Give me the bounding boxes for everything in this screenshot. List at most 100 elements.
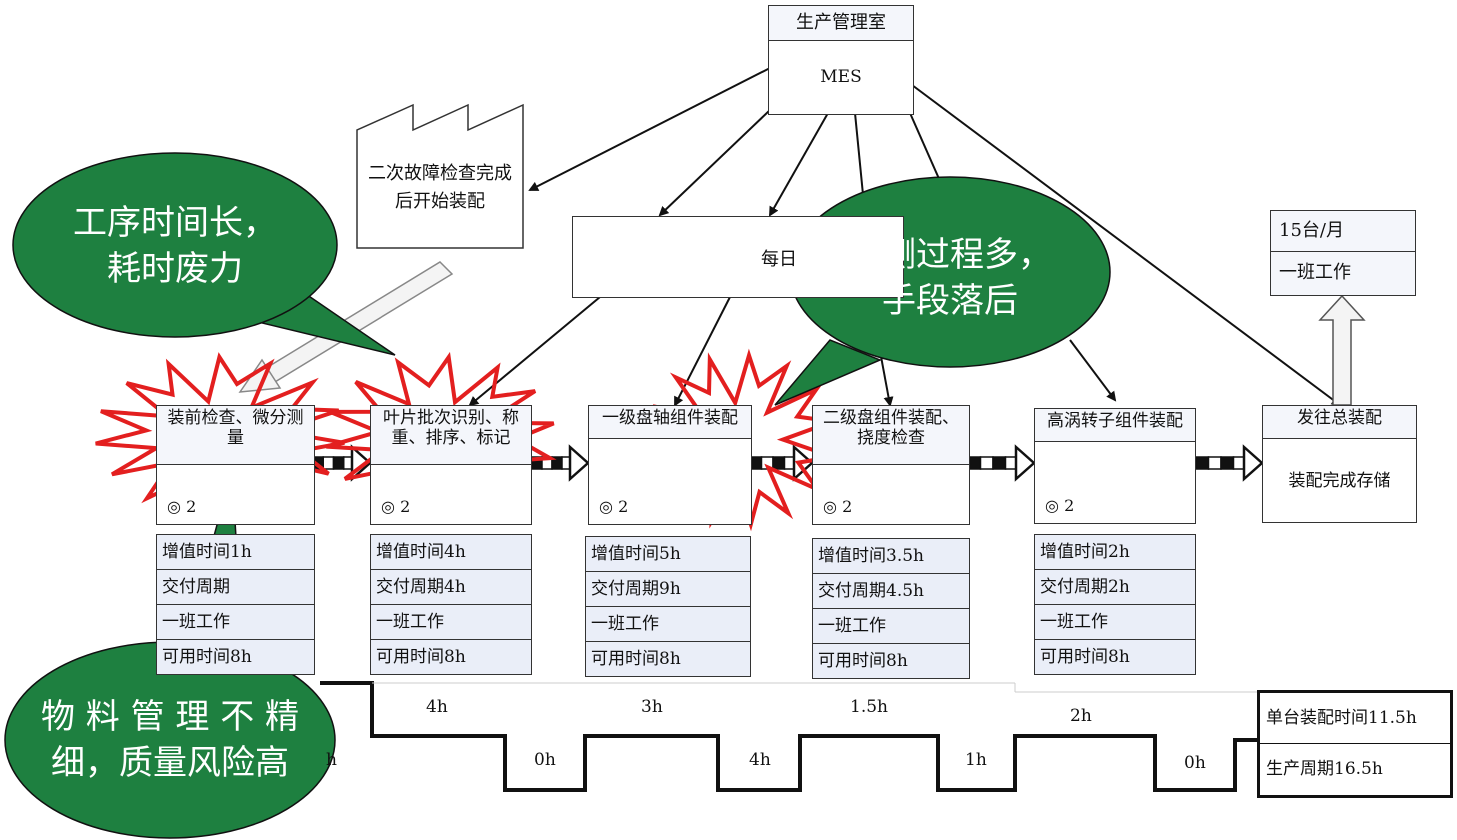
process-box-4: 二级盘组件装配、 挠度检查 ◎ 2 [812, 405, 970, 525]
daily-schedule-box: 每日 [572, 216, 904, 298]
supplier-label-1: 二次故障检查完成 [368, 163, 512, 184]
process-1-attr-2: 交付周期 [157, 570, 314, 605]
summary-box: 单台装配时间11.5h 生产周期16.5h [1257, 690, 1453, 798]
timeline-upper-2: 3h [641, 697, 663, 717]
process-3-operators: ◎ 2 [599, 497, 628, 516]
operator-icon: ◎ [599, 497, 613, 516]
process-2-operator-count: 2 [400, 497, 411, 516]
summary-assembly-time: 单台装配时间11.5h [1260, 693, 1450, 744]
process-1-operator-count: 2 [186, 497, 197, 516]
timeline-upper-1: 4h [426, 697, 448, 717]
push-arrow-2 [531, 444, 590, 482]
process-box-2: 叶片批次识别、称 重、排序、标记 ◎ 2 [370, 405, 532, 525]
timeline-upper-3: 1.5h [850, 697, 888, 717]
process-5-header: 高涡转子组件装配 [1035, 409, 1195, 442]
production-control-box: 生产管理室 MES [768, 5, 914, 115]
bubble-mid-top-line-2: 手段落后 [882, 281, 1018, 321]
process-1-attributes: 增值时间1h 交付周期 一班工作 可用时间8h [156, 534, 315, 675]
bubble-left-bottom-line-1: 物 料 管 理 不 精 [40, 697, 300, 737]
customer-demand: 15台/月 [1271, 211, 1415, 252]
process-5-attr-2: 交付周期2h [1035, 570, 1195, 605]
operator-icon: ◎ [167, 497, 181, 516]
supplier-factory-icon [356, 103, 524, 249]
process-5-attr-3: 一班工作 [1035, 605, 1195, 640]
process-box-6: 发往总装配 装配完成存储 [1262, 405, 1417, 523]
process-5-attributes: 增值时间2h 交付周期2h 一班工作 可用时间8h [1034, 534, 1196, 675]
process-2-attr-3: 一班工作 [371, 605, 531, 640]
process-1-header: 装前检查、微分测 量 [157, 406, 314, 465]
process-3-title-1: 一级盘轴组件装配 [602, 408, 738, 428]
process-box-3: 一级盘轴组件装配 ◎ 2 [588, 405, 752, 525]
process-3-operator-count: 2 [618, 497, 629, 516]
process-2-attributes: 增值时间4h 交付周期4h 一班工作 可用时间8h [370, 534, 532, 675]
bubble-mid-top-line-1: 检测过程多， [848, 235, 1052, 275]
customer-box: 15台/月 一班工作 [1270, 210, 1416, 296]
supplier-label-2: 后开始装配 [395, 191, 485, 212]
process-box-5: 高涡转子组件装配 ◎ 2 [1034, 408, 1196, 524]
process-1-title-1: 装前检查、微分测 [167, 408, 304, 428]
process-3-attributes: 增值时间5h 交付周期9h 一班工作 可用时间8h [585, 536, 751, 677]
process-3-attr-4: 可用时间8h [591, 649, 681, 669]
process-3-attr-2: 交付周期9h [586, 572, 750, 607]
process-2-attr-1: 增值时间4h [371, 535, 531, 570]
process-1-title-2: 量 [227, 428, 244, 448]
summary-cycle: 生产周期16.5h [1266, 759, 1383, 779]
customer-ship-arrow [1318, 294, 1366, 406]
process-box-1: 装前检查、微分测 量 ◎ 2 [156, 405, 315, 525]
process-4-attributes: 增值时间3.5h 交付周期4.5h 一班工作 可用时间8h [812, 538, 970, 679]
process-1-operators: ◎ 2 [167, 497, 196, 516]
operator-icon: ◎ [1045, 496, 1059, 515]
process-5-attr-4: 可用时间8h [1040, 647, 1130, 667]
push-arrow-5 [1195, 444, 1264, 482]
timeline-lower-3: 4h [749, 750, 771, 770]
process-2-operators: ◎ 2 [381, 497, 410, 516]
process-2-attr-4: 可用时间8h [376, 647, 466, 667]
process-2-header: 叶片批次识别、称 重、排序、标记 [371, 406, 531, 465]
process-4-attr-1: 增值时间3.5h [813, 539, 969, 574]
timeline-lower-1: h [326, 750, 337, 770]
process-4-attr-4: 可用时间8h [818, 651, 908, 671]
process-4-operator-count: 2 [842, 497, 853, 516]
daily-schedule-label: 每日 [761, 249, 797, 270]
process-1-attr-3: 一班工作 [157, 605, 314, 640]
production-control-title: 生产管理室 [769, 6, 913, 41]
process-4-operators: ◎ 2 [823, 497, 852, 516]
process-5-operator-count: 2 [1064, 496, 1075, 515]
timeline-lower-4: 1h [965, 750, 987, 770]
customer-shift: 一班工作 [1279, 262, 1351, 283]
mes-label: MES [820, 67, 862, 87]
process-1-attr-1: 增值时间1h [157, 535, 314, 570]
process-6-header: 发往总装配 [1263, 406, 1416, 439]
push-arrow-4 [967, 444, 1036, 482]
process-4-attr-2: 交付周期4.5h [813, 574, 969, 609]
bubble-left-top [12, 152, 396, 356]
process-3-attr-1: 增值时间5h [586, 537, 750, 572]
process-2-title-2: 重、排序、标记 [391, 428, 511, 448]
process-5-operators: ◎ 2 [1045, 496, 1074, 515]
operator-icon: ◎ [381, 497, 395, 516]
timeline-upper-4: 2h [1070, 706, 1092, 726]
process-3-header: 一级盘轴组件装配 [589, 406, 751, 439]
process-6-body: 装配完成存储 [1288, 471, 1391, 491]
bubble-left-top-line-1: 工序时间长， [73, 203, 277, 243]
process-2-title-1: 叶片批次识别、称 [383, 408, 519, 428]
process-4-header: 二级盘组件装配、 挠度检查 [813, 406, 969, 465]
bubble-left-bottom-line-2: 细，质量风险高 [51, 743, 289, 783]
operator-icon: ◎ [823, 497, 837, 516]
process-2-attr-2: 交付周期4h [371, 570, 531, 605]
bubble-mid-top-text: 检测过程多， 手段落后 [815, 232, 1085, 324]
process-4-attr-3: 一班工作 [813, 609, 969, 644]
bubble-left-bottom-text: 物 料 管 理 不 精 细，质量风险高 [20, 694, 320, 786]
timeline-ladder [320, 681, 1257, 792]
timeline-lower-2: 0h [534, 750, 556, 770]
process-5-title-1: 高涡转子组件装配 [1047, 411, 1183, 431]
bubble-left-top-text: 工序时间长， 耗时废力 [40, 200, 310, 292]
process-5-attr-1: 增值时间2h [1035, 535, 1195, 570]
process-4-title-1: 二级盘组件装配、 [823, 408, 959, 428]
timeline-lower-5: 0h [1184, 753, 1206, 773]
process-1-attr-4: 可用时间8h [162, 647, 252, 667]
process-3-attr-3: 一班工作 [586, 607, 750, 642]
info-flow-lines [468, 67, 1342, 407]
